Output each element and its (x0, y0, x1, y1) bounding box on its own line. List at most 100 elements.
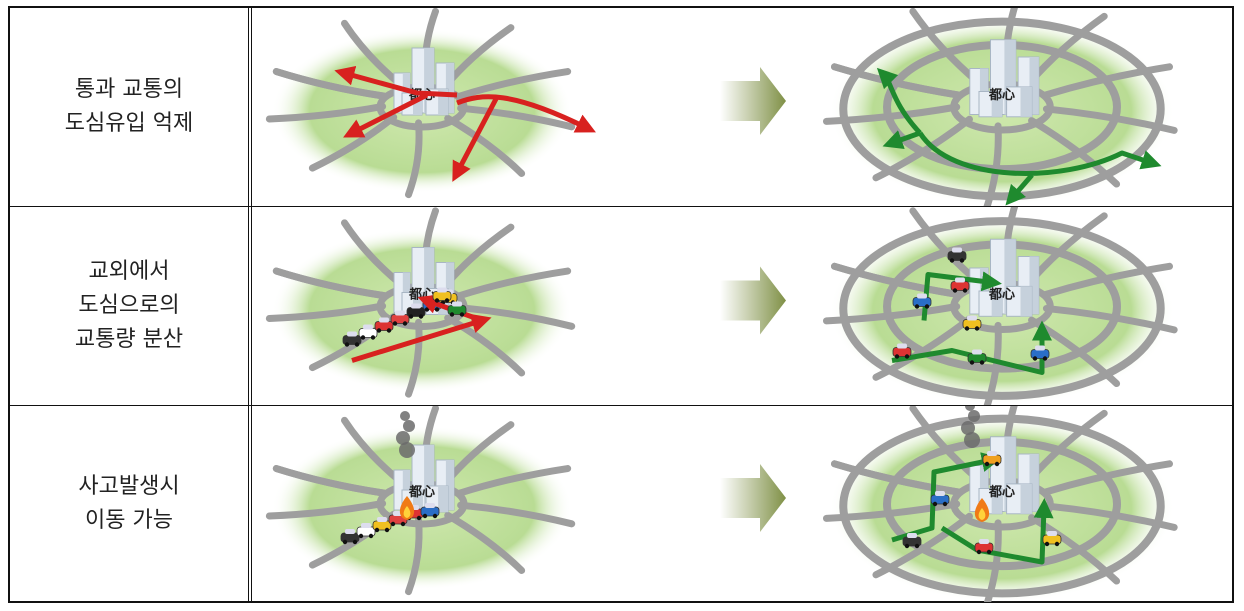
building-shade (1020, 483, 1032, 514)
building-shade (424, 247, 434, 313)
car-icon (982, 451, 1002, 467)
city-scene-after: 都心 (822, 207, 1178, 406)
figure-cell: 都心都心 (252, 8, 1232, 206)
building-shade (445, 63, 454, 113)
column-divider (248, 8, 252, 601)
outer-ring-road (839, 217, 1165, 400)
row-label-line: 이동 가능 (85, 507, 173, 533)
row-label-line: 통과 교통의 (74, 77, 184, 102)
row-label-line: 교외에서 (88, 259, 170, 284)
city-center-label: 都心 (988, 87, 1015, 103)
radial-road (272, 68, 388, 100)
car-icon (892, 343, 912, 359)
row-label-line: 교통량 분산 (74, 327, 184, 352)
row-label-line: 도심으로의 (78, 293, 180, 318)
building-shade (438, 89, 448, 115)
smoke-icon (396, 411, 415, 458)
building-shade (991, 291, 1002, 317)
car-icon (974, 539, 994, 555)
fire-icon (974, 498, 990, 522)
after-route-arrow (1005, 173, 1034, 206)
after-route-arrow (876, 67, 922, 135)
radial-road (456, 68, 572, 100)
building-shade (413, 490, 422, 512)
city-center-label: 都心 (988, 287, 1015, 303)
city-scene-after: 都心 (822, 8, 1178, 206)
building-shade (424, 445, 434, 510)
car-icon (902, 533, 922, 549)
car-icon (432, 287, 452, 303)
before-route-arrow (456, 94, 596, 133)
city-scene-before: 都心 (265, 406, 576, 596)
outer-ring-road (839, 17, 1165, 201)
building-shade (991, 91, 1002, 117)
scene-svg: 都心 都心 (265, 207, 1178, 406)
city-scene-after: 都心 (822, 406, 1178, 602)
radial-road (444, 114, 526, 177)
radial-road (444, 511, 526, 574)
building-shade (1029, 454, 1039, 512)
transition-arrow (720, 67, 786, 135)
building-shade (1020, 86, 1032, 117)
car-icon (420, 503, 440, 519)
building-shade (438, 486, 448, 512)
building-shade (1004, 239, 1016, 314)
radial-road (265, 102, 387, 123)
building-shade (1029, 57, 1039, 115)
car-icon (962, 315, 982, 331)
after-route-arrow (940, 498, 1054, 565)
radial-road (457, 104, 576, 131)
row-label-line: 사고발생시 (78, 473, 180, 499)
outer-ring-road (839, 414, 1165, 598)
car-icon (1030, 345, 1050, 361)
car-icon (340, 529, 360, 545)
car-icon (947, 247, 967, 263)
car-icon (912, 293, 932, 309)
row-label-line: 도심유입 억제 (64, 111, 194, 136)
city-scene-before: 都心 (265, 207, 576, 398)
car-icon (372, 517, 392, 533)
building-shade (445, 262, 454, 313)
building-shade (1004, 436, 1016, 512)
radial-road (444, 314, 526, 377)
figure-cell: 都心 都心 (252, 207, 1232, 406)
car-icon (356, 523, 376, 539)
radial-road (456, 465, 572, 497)
city-center-label: 都心 (988, 484, 1015, 500)
car-icon (967, 349, 987, 365)
car-icon (358, 324, 378, 340)
car-icon (390, 310, 410, 326)
building-shade (1020, 286, 1032, 317)
scene-svg: 都心都心 (265, 8, 1178, 206)
radial-road (308, 113, 398, 172)
before-route-arrow (452, 95, 500, 182)
after-route-arrow (917, 131, 1162, 176)
fire-icon (399, 496, 415, 520)
radial-road (457, 304, 576, 330)
car-icon (342, 331, 362, 347)
radial-road (272, 267, 388, 300)
car-icon (447, 301, 467, 317)
after-route-arrow (882, 130, 921, 150)
figure-cell: 都心 都心 (252, 406, 1232, 602)
before-route-arrow (334, 65, 458, 98)
city-center-label: 都心 (408, 484, 435, 500)
car-icon (1042, 531, 1062, 547)
building-shade (991, 488, 1002, 514)
building-shade (445, 460, 454, 510)
car-icon (930, 491, 950, 507)
before-route-arrow (351, 313, 492, 363)
smoke-icon (961, 406, 980, 448)
radial-road (265, 499, 387, 520)
transition-arrow (720, 266, 786, 335)
radial-road (456, 267, 572, 300)
